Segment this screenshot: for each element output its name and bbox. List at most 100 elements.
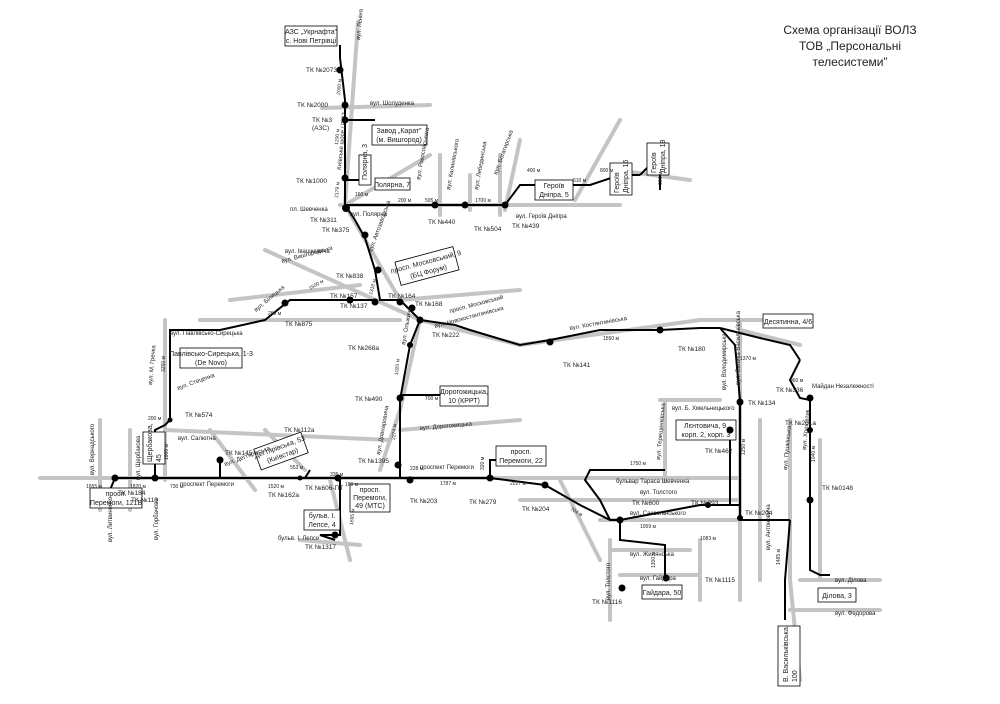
svg-text:ТК №112а: ТК №112а [284, 427, 315, 434]
svg-text:ТК №180: ТК №180 [678, 346, 706, 353]
svg-text:просп.: просп. [360, 487, 381, 494]
svg-text:320 м: 320 м [480, 456, 486, 470]
box-poliarna7: Полярна, 7 [374, 177, 411, 191]
svg-text:ТК №462: ТК №462 [705, 448, 733, 455]
svg-text:ТК №2073: ТК №2073 [306, 67, 337, 74]
box-shcherbakova: Щербакова, 45 [142, 423, 166, 465]
svg-text:ТК №184: ТК №184 [118, 490, 146, 497]
svg-text:260 м: 260 м [268, 311, 282, 317]
node-tk293: ТК №293 [691, 500, 719, 508]
svg-text:проспект Перемоги: проспект Перемоги [420, 465, 474, 471]
node-tk1395: ТК №1395 [358, 458, 402, 469]
svg-text:ТК №162а: ТК №162а [268, 492, 299, 499]
node-tk162a: ТК №162а [268, 475, 303, 499]
node-tk110: ТК №110 [131, 474, 159, 504]
svg-text:вул. Калинівського: вул. Калинівського [446, 138, 461, 191]
svg-text:вул. Івашкевича: вул. Івашкевича [285, 249, 330, 255]
node-tk279: ТК №279 [469, 474, 497, 506]
svg-text:вул. Автозаводська: вул. Автозаводська [368, 199, 392, 252]
svg-text:100: 100 [792, 670, 799, 682]
node-tk203: ТК №203 [406, 476, 438, 505]
svg-text:ТК №1115: ТК №1115 [705, 577, 735, 584]
node-tk168: ТК №168 [408, 301, 443, 312]
svg-text:корп. 2, корп. 3: корп. 2, корп. 3 [682, 432, 731, 439]
svg-text:ТК №279: ТК №279 [469, 499, 497, 506]
title-line-2: ТОВ „Персональні [798, 39, 902, 53]
box-dilova3: Ділова, 3 [817, 587, 857, 603]
svg-text:ТК №203: ТК №203 [410, 498, 438, 505]
svg-text:2017 м: 2017 м [510, 481, 527, 487]
node-tk137: ТК №137 [340, 298, 379, 310]
building-boxes: АЗС „Укрнафта” с. Нові Петрівці Завод „К… [89, 25, 857, 687]
svg-text:ТК №168: ТК №168 [415, 301, 443, 308]
svg-text:вул. Білицька: вул. Білицька [253, 284, 286, 313]
node-tk1317: ТК №1317 [305, 531, 339, 551]
svg-text:1520 м: 1520 м [268, 484, 285, 490]
svg-text:1820 м: 1820 м [130, 484, 147, 490]
svg-text:вул. Федорова: вул. Федорова [835, 611, 876, 617]
svg-text:бульв. І.: бульв. І. [309, 512, 335, 520]
box-vasylkivska100: В. Васильківська, 100 [777, 625, 801, 687]
svg-text:Павлівсько-Сирецька, 1-3: Павлівсько-Сирецька, 1-3 [169, 350, 253, 358]
svg-text:вул. Дорогожицька: вул. Дорогожицька [420, 421, 473, 432]
svg-text:2274 м: 2274 м [391, 423, 398, 440]
svg-text:Дніпра, 18: Дніпра, 18 [659, 139, 667, 173]
svg-text:пл. Шевченка: пл. Шевченка [290, 207, 328, 213]
svg-text:вул. Володимирська: вул. Володимирська [722, 333, 728, 390]
svg-text:960 м: 960 м [790, 378, 804, 384]
node-tk141: ТК №141 [546, 338, 591, 369]
svg-text:Щербакова,: Щербакова, [146, 423, 154, 462]
svg-text:ТК №204: ТК №204 [522, 506, 550, 513]
node-tk3: ТК №3(АЗС) [312, 116, 349, 132]
svg-text:Гайдара, 50: Гайдара, 50 [643, 589, 682, 597]
svg-text:10 (КРРТ): 10 (КРРТ) [448, 398, 480, 405]
svg-text:бульв. І. Лепсе: бульв. І. Лепсе [278, 536, 320, 542]
svg-text:(м. Вишгород): (м. Вишгород) [376, 137, 422, 144]
svg-text:Десятинна, 4/6: Десятинна, 4/6 [764, 319, 812, 326]
svg-text:180 м: 180 м [345, 482, 359, 488]
box-lepse4: бульв. І. Лепсе, 4 [303, 509, 341, 531]
svg-text:1550 м: 1550 м [603, 336, 620, 342]
svg-text:1200 м: 1200 м [334, 128, 341, 145]
svg-text:ТК №204: ТК №204 [745, 510, 773, 517]
svg-text:160 м: 160 м [355, 192, 369, 198]
svg-text:1700 м: 1700 м [475, 198, 492, 204]
svg-text:Полярна, 3: Полярна, 3 [362, 144, 369, 180]
svg-text:ТК №0148: ТК №0148 [822, 485, 853, 492]
svg-text:1900 м: 1900 м [164, 443, 170, 460]
svg-text:ТК №440: ТК №440 [428, 219, 456, 226]
svg-text:Перемоги, 22: Перемоги, 22 [499, 458, 543, 465]
box-heroiv18: Героїв Дніпра, 18 [646, 139, 670, 176]
node-tk134: ТК №134 [736, 398, 776, 407]
svg-text:2179 м: 2179 м [334, 181, 341, 198]
box-haidara50: Гайдара, 50 [641, 584, 683, 600]
node-tk375: ТК №375 [322, 227, 369, 239]
svg-text:ТК №600: ТК №600 [632, 500, 660, 507]
svg-text:1655 м: 1655 м [86, 484, 103, 490]
svg-text:ТК №1395: ТК №1395 [358, 458, 389, 465]
node-tk606: ТК №606-ПТ [305, 474, 343, 492]
svg-text:ТК №311: ТК №311 [310, 217, 337, 224]
svg-text:1750 м: 1750 м [630, 461, 647, 467]
svg-text:ТК №222: ТК №222 [432, 332, 460, 339]
svg-text:335 м: 335 м [330, 472, 344, 478]
svg-text:400 м: 400 м [527, 168, 541, 174]
svg-text:ТК №293: ТК №293 [691, 500, 719, 507]
svg-text:505 м: 505 м [425, 198, 439, 204]
dashed-route [169, 330, 801, 420]
node-tk268a: ТК №268а [348, 342, 413, 352]
svg-text:1310 м: 1310 м [368, 278, 378, 296]
svg-text:вул. Великa Васильківська: вул. Великa Васильківська [736, 310, 742, 385]
node-tk145: ТК №145 [216, 450, 253, 464]
svg-text:ТК №137: ТК №137 [340, 303, 368, 310]
svg-text:Героїв: Героїв [614, 172, 621, 193]
map-title: Схема організації ВОЛЗ ТОВ „Персональні … [740, 22, 960, 70]
svg-text:вул. Стеценка: вул. Стеценка [177, 373, 217, 392]
svg-text:ТК №2000: ТК №2000 [297, 102, 328, 109]
svg-text:ТК №606-ПТ: ТК №606-ПТ [305, 485, 343, 492]
svg-text:ТК №375: ТК №375 [322, 227, 350, 234]
svg-text:(АЗС): (АЗС) [312, 125, 329, 132]
svg-text:ТК №145: ТК №145 [225, 450, 253, 457]
node-tk184: ТК №184 [111, 474, 146, 497]
